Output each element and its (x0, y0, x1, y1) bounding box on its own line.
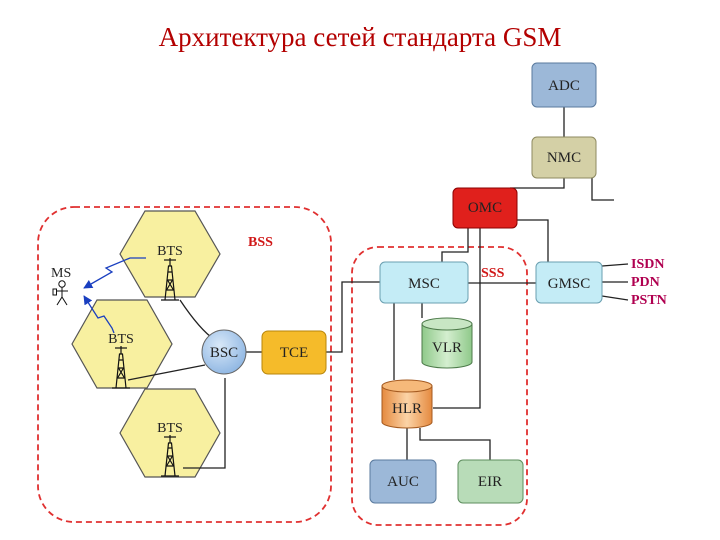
antenna-tower-icon (161, 435, 179, 477)
hlr-label: HLR (392, 401, 422, 417)
hlr-database-icon (381, 379, 433, 429)
omc-label: OMC (468, 200, 502, 216)
vlr-database-icon (421, 317, 473, 369)
cell-hexagon-top (119, 210, 221, 298)
page-title: Архитектура сетей стандарта GSM (159, 22, 562, 52)
nmc-label: NMC (547, 150, 581, 166)
bts-bottom: BTS (157, 421, 183, 477)
external-network-pdn: PDN (631, 275, 660, 290)
adc-node (531, 62, 597, 108)
eir-label: EIR (478, 474, 502, 490)
gmsc-label: GMSC (548, 276, 591, 292)
bsc-label: BSC (210, 345, 238, 361)
gmsc-node (535, 261, 603, 304)
radio-links (83, 257, 146, 334)
bts-middle: BTS (108, 332, 134, 389)
person-icon (52, 280, 68, 306)
adc-label: ADC (548, 78, 580, 94)
eir-node (457, 459, 524, 504)
bts-top: BTS (157, 244, 183, 301)
auc-node (369, 459, 437, 504)
external-network-isdn: ISDN (631, 257, 664, 272)
bts-label: BTS (157, 244, 183, 259)
cell-hexagon-bottom (119, 388, 221, 478)
bts-label: BTS (157, 421, 183, 436)
bts-label: BTS (108, 332, 134, 347)
sss-group-border (351, 246, 528, 526)
vlr-label: VLR (432, 340, 462, 356)
bsc-node (201, 329, 247, 375)
antenna-tower-icon (112, 346, 130, 389)
external-network-pstn: PSTN (631, 293, 667, 308)
sss-label: SSS (481, 266, 505, 281)
mobile-station: MS (51, 266, 71, 306)
msc-label: MSC (408, 276, 440, 292)
cell-hexagon-middle (71, 299, 173, 389)
omc-node (452, 187, 518, 229)
tce-label: TCE (280, 345, 308, 361)
tce-node (261, 330, 327, 375)
msc-node (379, 261, 469, 304)
nmc-node (531, 136, 597, 179)
bss-group-border (37, 206, 332, 523)
auc-label: AUC (387, 474, 419, 490)
antenna-tower-icon (161, 258, 179, 301)
ms-label: MS (51, 266, 71, 281)
bss-label: BSS (248, 235, 273, 250)
